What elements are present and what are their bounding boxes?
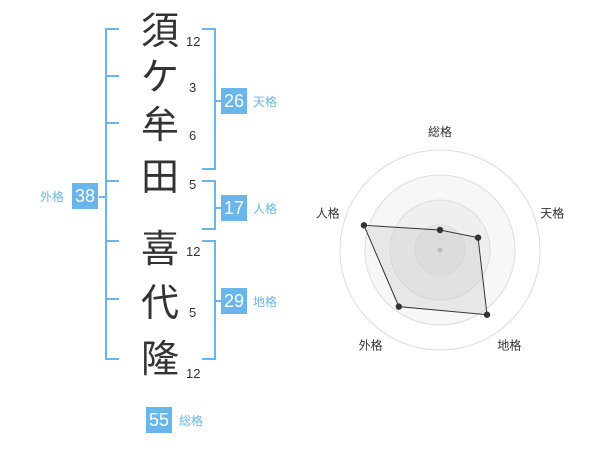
name-char-6: 代 xyxy=(140,281,179,325)
name-char-1: 須 xyxy=(140,9,179,53)
stroke-count-5: 12 xyxy=(186,244,201,259)
stroke-count-6: 5 xyxy=(189,305,197,320)
radar-axis-label-4: 外格 xyxy=(359,337,383,352)
radar-center xyxy=(437,247,443,253)
radar-point-4 xyxy=(395,303,403,310)
name-char-5: 喜 xyxy=(140,227,179,271)
radar-axis-label-3: 地格 xyxy=(497,337,521,352)
radar-point-1 xyxy=(436,226,444,234)
radar-axis-label-1: 総格 xyxy=(428,124,452,139)
radar-point-3 xyxy=(483,311,491,318)
jinkaku-label: 人格 xyxy=(253,202,278,216)
name-char-7: 隆 xyxy=(140,337,179,381)
chikaku-label: 地格 xyxy=(253,295,278,309)
stroke-count-2: 3 xyxy=(189,80,197,95)
radar-point-5 xyxy=(360,222,368,229)
radar-data-polygon xyxy=(363,224,488,316)
gaikaku-value: 38 xyxy=(72,183,99,209)
radar-axis-label-2: 天格 xyxy=(540,206,564,221)
name-char-3: 牟 xyxy=(140,103,179,147)
stroke-count-7: 12 xyxy=(186,366,201,381)
radar-axis-label-5: 人格 xyxy=(316,206,340,221)
stroke-count-3: 6 xyxy=(189,128,197,143)
radar-point-2 xyxy=(474,234,482,241)
chikaku-value: 29 xyxy=(221,288,248,314)
name-char-2: ケ xyxy=(140,55,179,99)
jinkaku-value: 17 xyxy=(221,195,248,221)
tenkaku-label: 天格 xyxy=(253,95,278,109)
stroke-count-1: 12 xyxy=(186,34,201,49)
soukaku-value: 55 xyxy=(146,407,173,433)
name-char-4: 田 xyxy=(140,155,179,199)
tenkaku-value: 26 xyxy=(221,88,248,114)
stroke-count-4: 5 xyxy=(189,177,197,192)
gaikaku-label: 外格 xyxy=(40,190,65,204)
soukaku-label: 総格 xyxy=(179,414,204,428)
